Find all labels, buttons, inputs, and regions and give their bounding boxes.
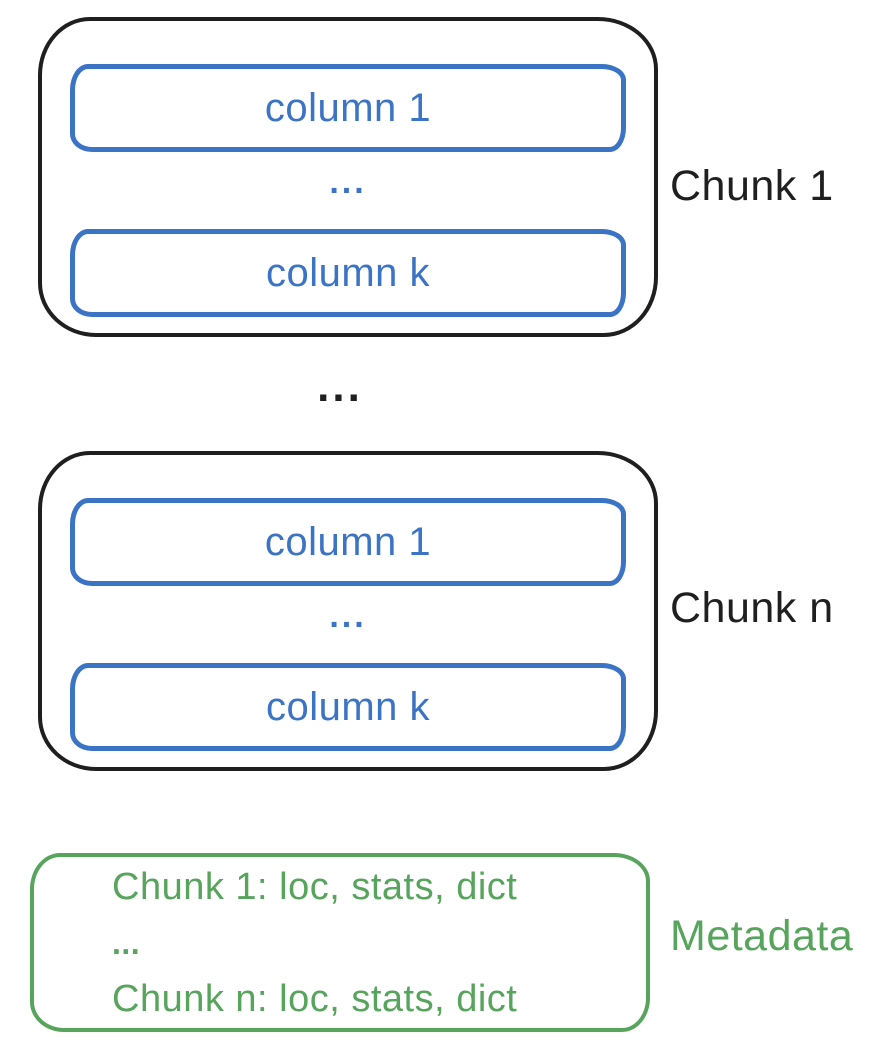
chunk-1-label: Chunk 1 (670, 162, 834, 210)
chunks-separator-ellipsis: ... (317, 362, 363, 411)
chunk-1-column-ellipsis: ... (329, 163, 367, 201)
metadata-box: Chunk 1: loc, stats, dict ... Chunk n: l… (30, 853, 650, 1032)
chunk-1-column-k-box: column k (70, 229, 626, 317)
metadata-line-ellipsis: ... (112, 924, 141, 961)
chunk-n-column-k-box: column k (70, 663, 626, 751)
chunk-n-column-ellipsis: ... (329, 597, 367, 635)
metadata-label: Metadata (670, 912, 854, 960)
metadata-line-chunk-1: Chunk 1: loc, stats, dict (112, 865, 518, 908)
chunk-n-column-1-box: column 1 (70, 498, 626, 586)
chunk-1-container: column 1 ... column k (38, 17, 658, 337)
chunk-n-label: Chunk n (670, 584, 834, 632)
chunk-n-container: column 1 ... column k (38, 451, 658, 771)
chunk-1-column-1-box: column 1 (70, 64, 626, 152)
metadata-line-chunk-n: Chunk n: loc, stats, dict (112, 977, 518, 1020)
